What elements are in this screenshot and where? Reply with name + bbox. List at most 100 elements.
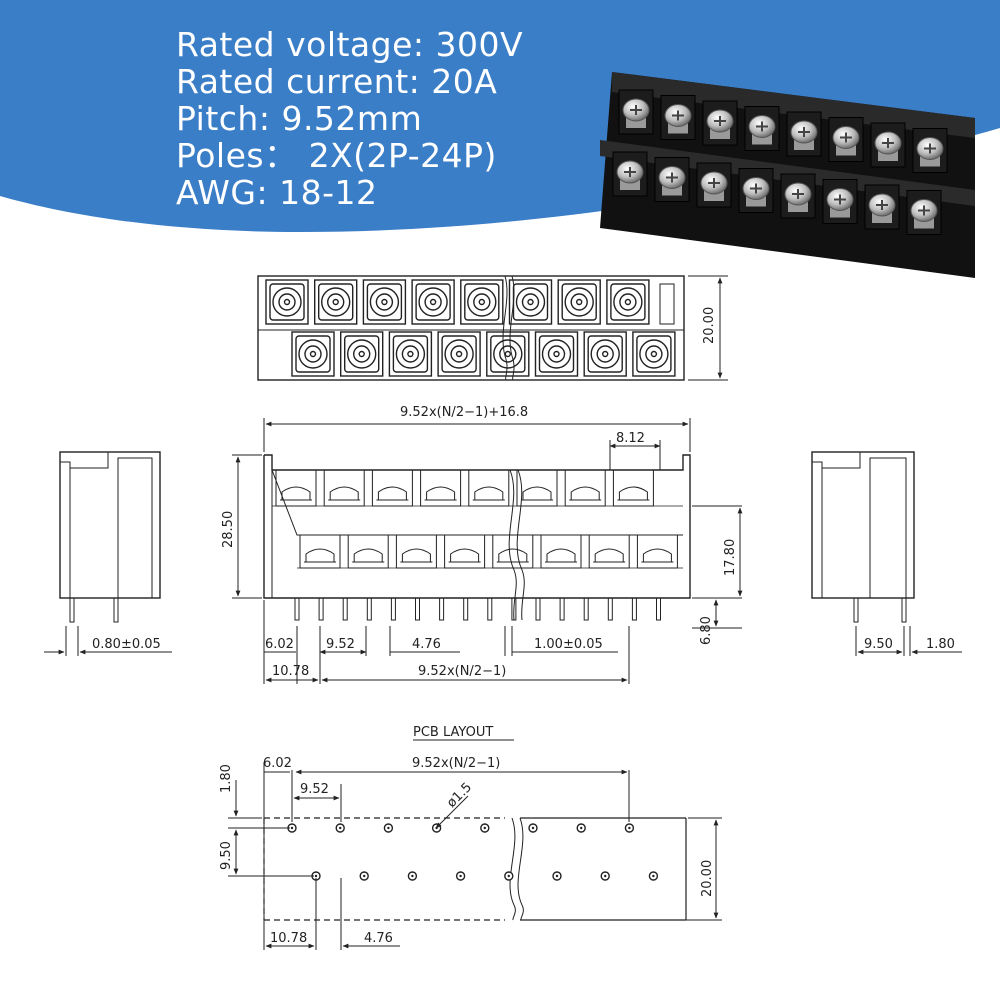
front-pin <box>318 597 324 621</box>
front-screw <box>426 486 456 501</box>
top-screw <box>321 287 351 317</box>
top-screw <box>590 339 620 369</box>
pcb-holes <box>287 823 659 881</box>
top-cell-inner <box>636 335 672 373</box>
top-screw-inner <box>570 293 588 311</box>
top-screw <box>347 339 377 369</box>
top-screw-inner <box>375 293 394 311</box>
front-view <box>263 454 691 621</box>
pcb-hole-center <box>604 874 607 878</box>
top-screw <box>298 339 328 369</box>
top-screw-inner <box>473 293 491 311</box>
top-cell <box>534 331 579 377</box>
top-screw-center <box>309 350 317 358</box>
front-cell <box>588 534 630 569</box>
top-screw-inner <box>424 293 442 311</box>
spec-voltage: Rated voltage: 300V <box>176 25 524 64</box>
pcb-hole-center <box>411 874 414 878</box>
front-half-pitch: 4.76 <box>412 637 441 652</box>
top-cell-inner <box>344 335 380 373</box>
front-pin <box>463 597 469 621</box>
pcb-hole-center <box>339 826 342 830</box>
top-screw-inner <box>547 345 566 363</box>
front-cell <box>299 534 341 569</box>
front-cell <box>564 469 606 507</box>
front-cell <box>636 534 678 569</box>
front-pin <box>583 597 589 621</box>
front-cell <box>347 534 389 569</box>
right-side-view <box>811 451 962 656</box>
top-cell <box>362 279 407 325</box>
front-pin <box>487 597 493 621</box>
top-cell <box>557 279 601 325</box>
top-cell-inner <box>318 283 354 321</box>
front-screw <box>546 548 576 563</box>
top-cell-inner <box>538 335 575 373</box>
front-cell <box>540 534 582 569</box>
front-screw <box>594 548 624 563</box>
pcb-offset-a: 6.02 <box>263 756 292 771</box>
pcb-hole-center <box>387 826 390 830</box>
top-screw <box>541 339 572 369</box>
front-cell <box>323 469 365 507</box>
top-screw <box>564 287 594 317</box>
pcb-height-dim: 20.00 <box>700 860 715 897</box>
top-screw-center <box>332 298 339 306</box>
top-screw <box>418 287 448 317</box>
front-upper-dim: 17.80 <box>723 539 738 576</box>
front-pitch: 9.52 <box>326 637 355 652</box>
top-cell-inner <box>561 283 597 321</box>
top-view <box>257 275 685 381</box>
front-screw <box>618 486 648 501</box>
spec-pitch: Pitch: 9.52mm <box>176 99 423 138</box>
top-cell <box>632 331 676 377</box>
spec-awg: AWG: 18-12 <box>176 173 378 212</box>
front-cell <box>612 469 654 507</box>
front-pin <box>415 597 420 621</box>
front-screw <box>353 548 383 563</box>
front-view-dims <box>232 418 743 684</box>
top-cell <box>265 279 309 325</box>
top-screw-inner <box>278 293 296 311</box>
spec-current: Rated current: 20A <box>176 62 498 101</box>
front-offset-b: 10.78 <box>272 664 309 679</box>
top-screw-center <box>504 350 511 358</box>
top-screw-inner <box>450 345 468 363</box>
pcb-edge-dim: 1.80 <box>219 764 234 793</box>
front-offset-a: 6.02 <box>265 637 294 652</box>
top-screw-center <box>407 350 414 358</box>
top-screw <box>369 287 400 317</box>
top-cell <box>508 279 553 325</box>
front-cell <box>516 469 558 507</box>
pcb-hole-center <box>459 874 462 878</box>
front-height-dim: 28.50 <box>221 511 236 548</box>
top-cell <box>437 331 481 377</box>
pcb-hole-center <box>290 826 294 830</box>
front-pin <box>342 597 348 621</box>
top-screw <box>444 339 474 369</box>
top-screw-inner <box>596 345 614 363</box>
front-pin <box>294 597 300 621</box>
front-span: 9.52x(N/2−1) <box>418 664 506 679</box>
top-screw-inner <box>327 293 345 311</box>
pcb-hole-center <box>555 874 559 878</box>
pcb-hole-center <box>314 874 318 878</box>
top-screw-center <box>527 298 534 306</box>
top-screw-inner <box>645 345 663 363</box>
front-cell <box>468 469 510 507</box>
pcb-pitch: 9.52 <box>300 782 329 797</box>
pcb-hole-center <box>580 826 583 830</box>
pcb-title: PCB LAYOUT <box>413 725 493 740</box>
top-cell-inner <box>490 335 526 373</box>
front-screw <box>450 548 480 563</box>
top-height-label: 20.00 <box>702 307 717 344</box>
pcb-hole-center <box>363 874 366 878</box>
front-cell <box>420 469 462 507</box>
front-pin <box>656 597 661 621</box>
spec-list: Rated voltage: 300V Rated current: 20A P… <box>176 26 523 211</box>
front-screw <box>474 486 504 501</box>
front-cell <box>444 534 486 569</box>
top-screw <box>515 287 546 317</box>
front-pin <box>366 597 372 621</box>
top-screw <box>272 287 302 317</box>
